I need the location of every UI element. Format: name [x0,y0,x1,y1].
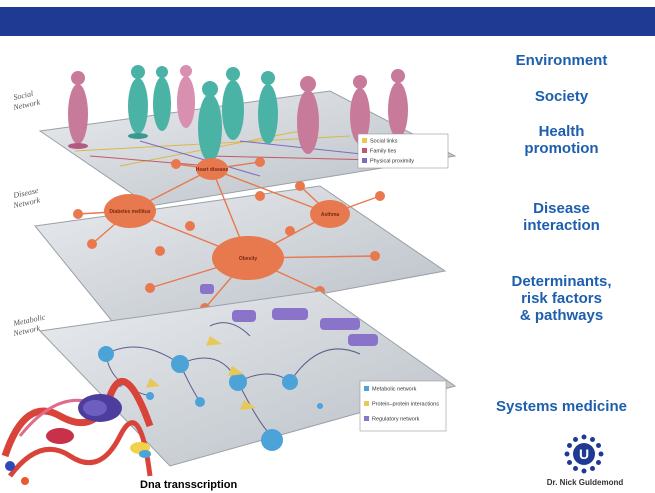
label-line: promotion [524,140,599,157]
person [68,71,88,149]
label-line: & pathways [519,307,604,324]
label-line: interaction [523,217,600,234]
disease-node-label: Obesity [239,256,258,262]
label-line: Systems medicine [496,398,627,415]
layer-label: Social [13,89,35,102]
person [128,65,148,139]
social-legend-item: Family ties [370,149,397,155]
disease-node-label: Heart disease [196,167,229,173]
university-logo-icon: U [564,434,604,474]
metabolic-legend-item: Metabolic network [372,387,417,393]
person [222,67,244,140]
disease-node-label: Diabetes mellitus [109,209,150,215]
header-band [0,7,655,36]
label-line: Determinants, [511,273,612,290]
disease-network-layer: Heart disease Diabetes mellitus Asthma O… [12,157,447,332]
person [350,75,370,144]
disease-main-nodes: Heart disease Diabetes mellitus Asthma O… [104,158,350,280]
person [177,65,195,128]
person [153,66,171,131]
protein-interactions [146,336,256,410]
label-line: Environment [515,52,608,69]
label-environment: Environment [468,52,655,69]
logo-letter: U [579,446,589,462]
author-credit: Dr. Nick Guldemond [546,478,624,487]
disease-node-label: Asthma [321,212,340,218]
top-bar [0,0,655,38]
metabolic-legend-item: Protein–protein interactions [372,402,439,408]
person [388,69,408,138]
network-diagram: Social links Family ties Physical proxim… [1,65,457,485]
label-systems-medicine: Systems medicine [468,398,655,415]
regulatory-links [200,284,378,346]
label-line: Society [534,88,589,105]
label-determinants: Determinants,risk factors& pathways [468,273,655,324]
dna-caption: Dna transscription [140,479,238,491]
social-legend: Social links Family ties Physical proxim… [357,133,449,169]
people [68,65,408,167]
metabolic-legend: Metabolic network Protein–protein intera… [359,380,447,432]
person [258,71,278,144]
label-line: Health [538,123,585,140]
person [297,76,319,154]
label-society: Society [468,88,655,105]
metabolic-network-layer: Metabolic network Protein–protein intera… [12,284,457,467]
social-legend-item: Physical proximity [370,159,414,165]
label-line: risk factors [521,290,602,307]
metabolic-legend-item: Regulatory network [372,417,420,423]
dna-structure-image [1,378,154,485]
social-network-layer: Social links Family ties Physical proxim… [12,65,457,207]
label-line: Disease [533,200,590,217]
social-legend-item: Social links [370,139,398,145]
